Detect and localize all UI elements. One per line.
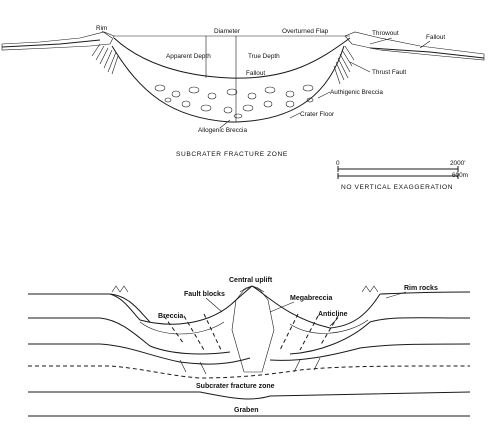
stratum-3 [28, 343, 251, 365]
scale-note: NO VERTICAL EXAGGERATION [341, 184, 453, 191]
fault-lines [163, 313, 339, 353]
rim-steps-left [111, 285, 129, 293]
authigenic-breccia-label: Authigenic Breccia [330, 89, 383, 96]
subcrater-fracture-zone-caption: SUBCRATER FRACTURE ZONE [176, 151, 288, 158]
simple-crater-diagram: Rim Diameter Overturned Flap Throwout Fa… [1, 25, 485, 158]
rim-steps-right [361, 285, 379, 293]
stratum-2 [28, 317, 231, 355]
stratum-1-right [379, 291, 471, 295]
diameter-label: Diameter [214, 28, 241, 35]
apparent-depth-label: Apparent Depth [166, 53, 211, 60]
crater-floor-label: Crater Floor [300, 111, 335, 118]
breccia-label: Breccia [158, 313, 183, 320]
anticline-label: Anticline [318, 311, 348, 318]
stratum-4-dashed [28, 365, 471, 379]
thrust-fault-label: Thrust Fault [372, 69, 406, 76]
central-uplift-cap [239, 285, 265, 293]
ground-surface-right [369, 47, 485, 59]
rim-rocks-label: Rim rocks [404, 285, 438, 292]
leader-lines-top [101, 30, 431, 129]
crater-surface [109, 285, 381, 329]
leader-lines-bottom [205, 291, 407, 327]
stratum-3-right [269, 343, 471, 361]
scale-bar-line-lower [337, 173, 459, 179]
allogenic-breccia-label: Allogenic Breccia [198, 127, 247, 134]
breccia-fragments [154, 84, 314, 119]
scale-bar: 0 2000' 600m NO VERTICAL EXAGGERATION [336, 160, 468, 191]
stratum-5 [28, 391, 471, 400]
rim-hatching-right [333, 45, 355, 85]
rim-label: Rim [96, 25, 107, 32]
scale-end-m-label: 600m [452, 172, 468, 179]
central-uplift-label: Central uplift [229, 277, 273, 284]
scale-start-label: 0 [336, 160, 340, 167]
ejecta-right [344, 31, 485, 61]
complex-crater-diagram: Central uplift Fault blocks Megabreccia … [28, 277, 471, 417]
apparent-crater-floor [113, 37, 351, 79]
fault-blocks-label: Fault blocks [184, 291, 225, 298]
overturned-flap-label: Overturned Flap [282, 28, 329, 35]
scale-end-ft-label: 2000' [450, 160, 465, 167]
true-depth-label: True Depth [248, 53, 280, 60]
megabreccia-label: Megabreccia [290, 295, 333, 302]
stratum-2-right [289, 317, 471, 355]
graben-label: Graben [234, 407, 259, 414]
rim-hatching-left [91, 43, 119, 75]
ground-surface-left [1, 39, 101, 48]
ejecta-left [1, 31, 115, 51]
subcrater-fracture-zone-label: Subcrater fracture zone [196, 383, 275, 390]
breccia-lens-left [139, 321, 225, 335]
scale-bar-line [337, 166, 459, 172]
true-crater-floor [111, 45, 345, 123]
throwout-label: Throwout [372, 30, 399, 37]
fault-ticks [179, 357, 321, 375]
central-uplift [231, 285, 275, 373]
breccia-lens-right [289, 319, 369, 334]
fallout-right-label: Fallout [426, 34, 445, 41]
fallout-center-label: Fallout [246, 70, 265, 77]
